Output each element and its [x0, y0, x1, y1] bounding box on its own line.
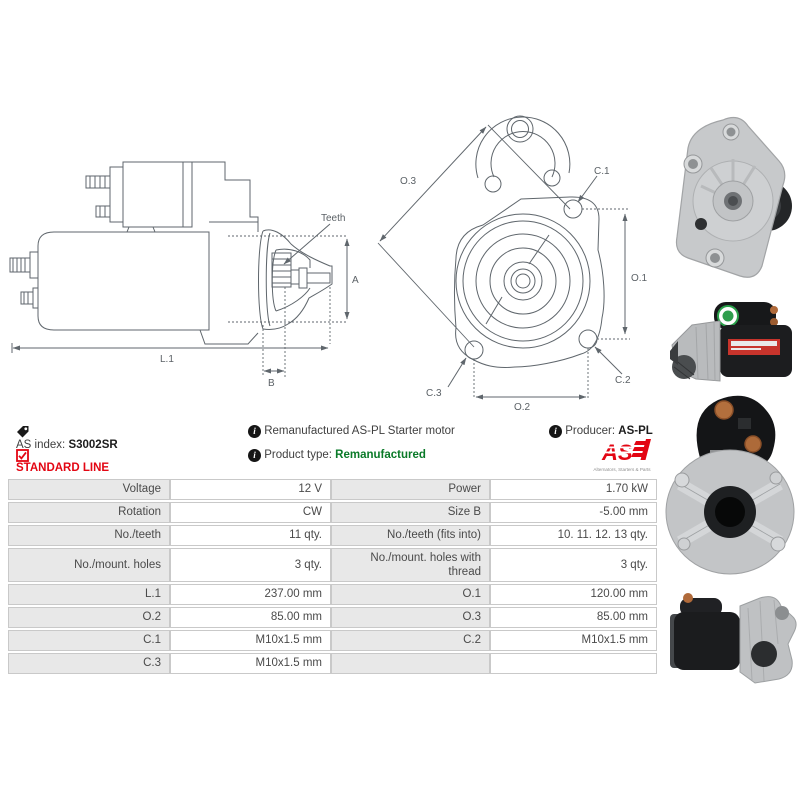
- info-icon: i: [549, 425, 562, 438]
- dim-label-l1: L.1: [160, 354, 174, 365]
- info-icon: i: [248, 425, 261, 438]
- spec-value-cell: [490, 653, 657, 674]
- product-photo-side: [670, 302, 792, 382]
- spec-label-cell: No./mount. holes: [8, 548, 170, 582]
- spec-label-cell: C.2: [331, 630, 490, 651]
- spec-label-cell: No./teeth (fits into): [331, 525, 490, 546]
- logo-tagline: Alternators, Starters & Parts: [593, 467, 651, 472]
- dim-label-c1: C.1: [594, 166, 610, 177]
- spec-label-cell: [331, 653, 490, 674]
- product-description: Remanufactured AS-PL Starter motor: [264, 425, 455, 437]
- spec-value-cell: 85.00 mm: [170, 607, 331, 628]
- spec-value-cell: -5.00 mm: [490, 502, 657, 523]
- description-row: i Remanufactured AS-PL Starter motor: [248, 425, 455, 438]
- dim-label-c2: C.2: [615, 375, 631, 386]
- producer-value: AS-PL: [618, 425, 653, 437]
- dim-label-a: A: [352, 275, 359, 286]
- spec-label-cell: No./teeth: [8, 525, 170, 546]
- spec-label-cell: O.2: [8, 607, 170, 628]
- tag-icon: [17, 426, 29, 438]
- dim-label-o3: O.3: [400, 176, 417, 187]
- spec-value-cell: 12 V: [170, 479, 331, 500]
- standard-line-row: STANDARD LINE: [16, 449, 109, 474]
- product-type-row: i Product type: Remanufactured: [248, 449, 426, 462]
- product-photo-rear-solenoid: [665, 395, 795, 575]
- spec-label-cell: O.1: [331, 584, 490, 605]
- spec-value-cell: 11 qty.: [170, 525, 331, 546]
- info-icon: i: [248, 449, 261, 462]
- side-view-drawing: [9, 161, 350, 377]
- product-photo-profile: [670, 593, 797, 684]
- dim-label-b: B: [268, 378, 275, 389]
- product-type-label: Product type:: [264, 449, 332, 461]
- dim-label-o2: O.2: [514, 402, 531, 413]
- spec-value-cell: 10. 11. 12. 13 qty.: [490, 525, 657, 546]
- spec-label-cell: Power: [331, 479, 490, 500]
- spec-label-cell: Rotation: [8, 502, 170, 523]
- product-photo-front-face: [675, 116, 792, 278]
- as-index-row: AS index: S3002SR: [16, 425, 118, 451]
- as-index-label: AS index:: [16, 439, 66, 451]
- as-index-value: S3002SR: [68, 439, 118, 451]
- checkbox-checked-icon: [16, 449, 29, 462]
- standard-line-badge: STANDARD LINE: [16, 462, 110, 474]
- spec-label-cell: L.1: [8, 584, 170, 605]
- spec-label-cell: O.3: [331, 607, 490, 628]
- spec-value-cell: M10x1.5 mm: [170, 630, 331, 651]
- technical-drawing: Teeth A L.1 B: [9, 115, 648, 413]
- spec-value-cell: 120.00 mm: [490, 584, 657, 605]
- product-type-value: Remanufactured: [335, 449, 426, 461]
- spec-table: Voltage 12 V Power 1.70 kW Rotation CW S…: [8, 479, 657, 674]
- dim-label-teeth: Teeth: [321, 213, 345, 224]
- spec-value-cell: 3 qty.: [170, 548, 331, 582]
- as-pl-logo: AS Alternators, Starters & Parts: [593, 439, 651, 472]
- spec-value-cell: 85.00 mm: [490, 607, 657, 628]
- producer-label: Producer:: [565, 425, 616, 437]
- spec-label-cell: Size B: [331, 502, 490, 523]
- spec-value-cell: CW: [170, 502, 331, 523]
- dim-label-c3: C.3: [426, 388, 442, 399]
- spec-value-cell: 1.70 kW: [490, 479, 657, 500]
- spec-label-cell: Voltage: [8, 479, 170, 500]
- producer-row: i Producer: AS-PL: [549, 425, 653, 438]
- front-view-drawing: [377, 115, 630, 400]
- spec-value-cell: M10x1.5 mm: [490, 630, 657, 651]
- spec-label-cell: C.3: [8, 653, 170, 674]
- spec-value-cell: 237.00 mm: [170, 584, 331, 605]
- spec-value-cell: 3 qty.: [490, 548, 657, 582]
- spec-label-cell: C.1: [8, 630, 170, 651]
- dim-label-o1: O.1: [631, 273, 648, 284]
- spec-value-cell: M10x1.5 mm: [170, 653, 331, 674]
- spec-label-cell: No./mount. holes with thread: [331, 548, 490, 582]
